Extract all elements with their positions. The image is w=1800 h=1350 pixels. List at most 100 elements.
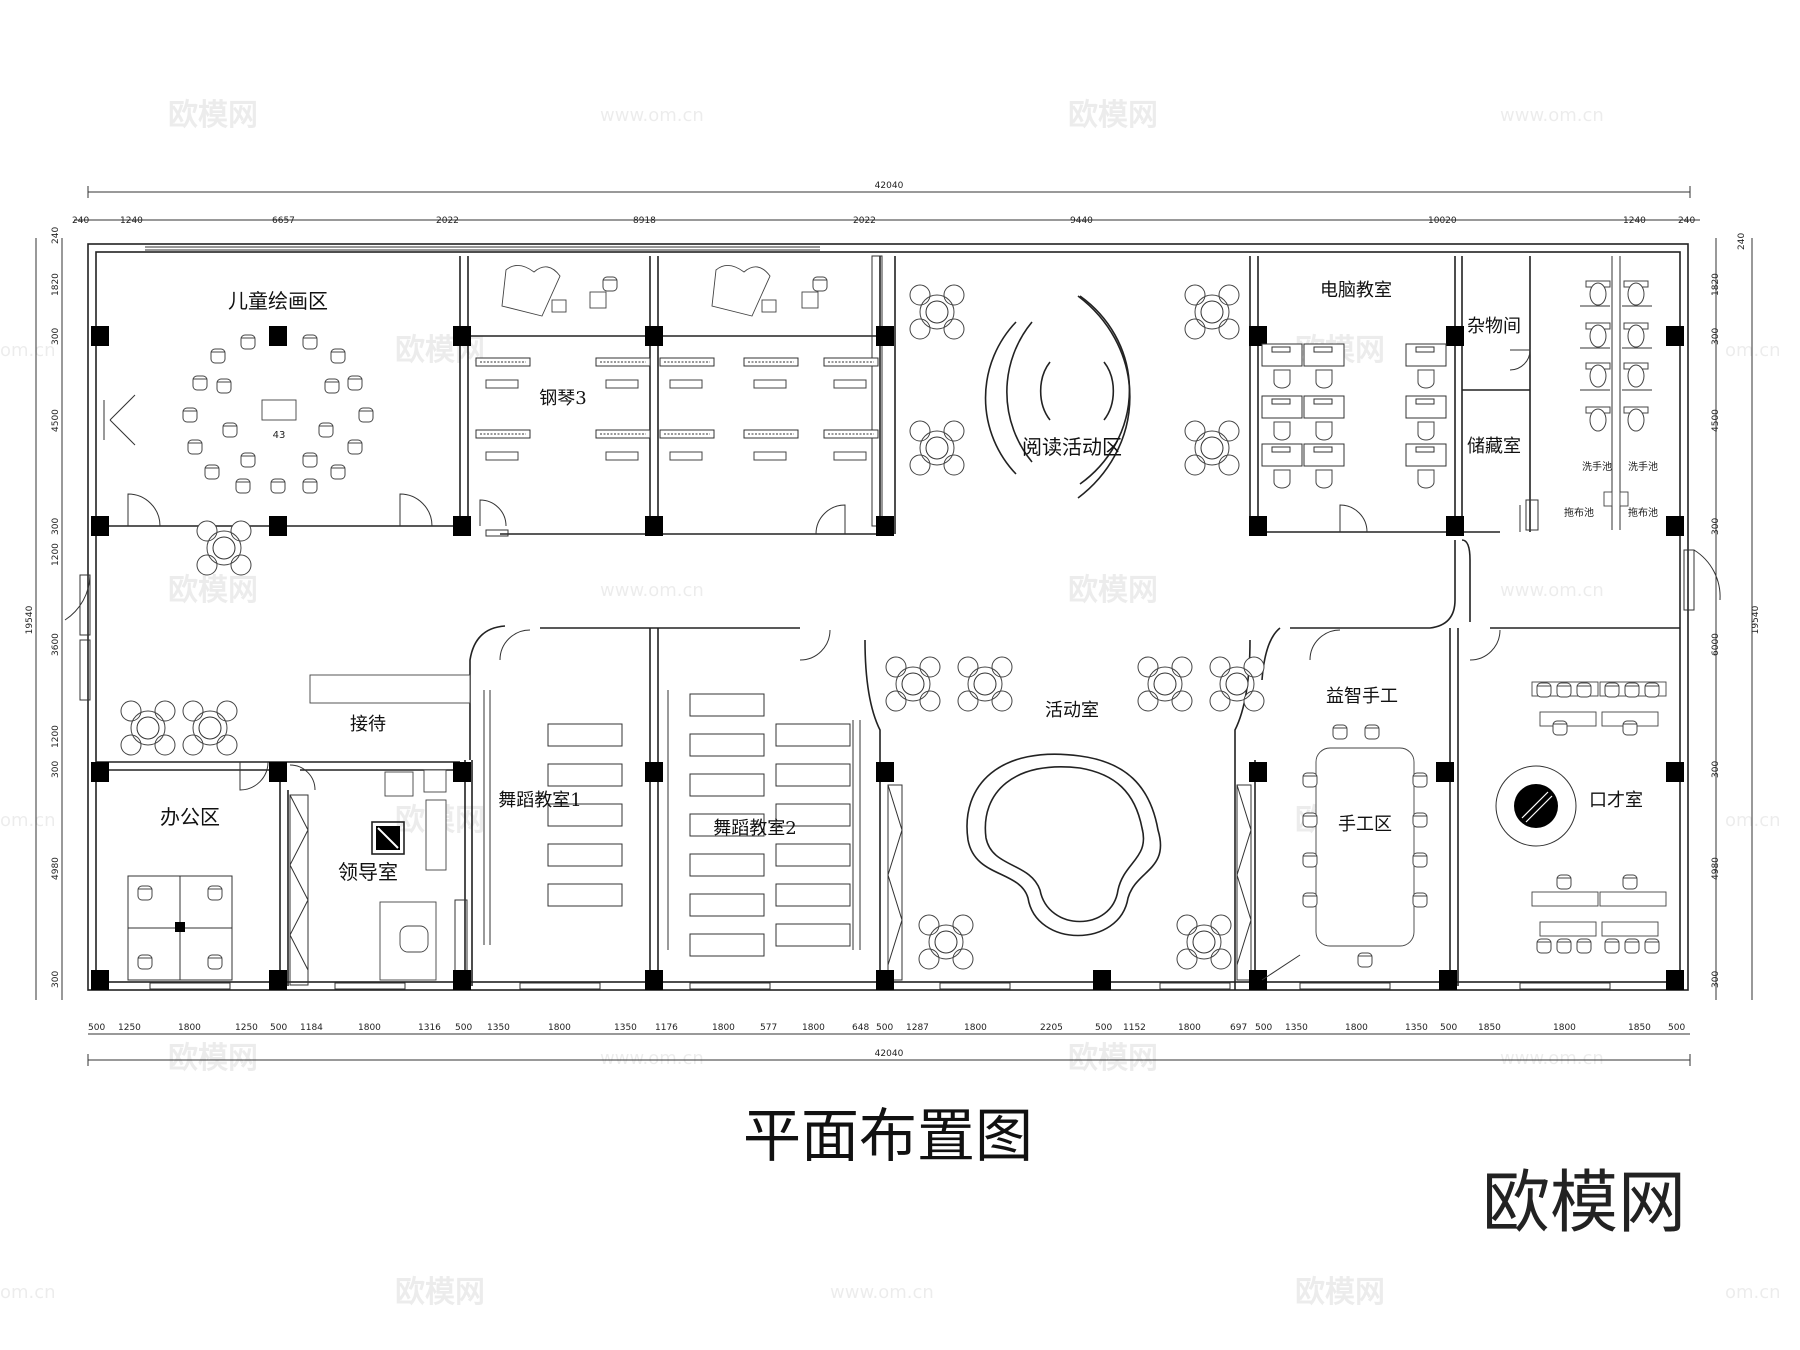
dim-seg: 240 (1678, 216, 1695, 226)
dim-seg: 4500 (51, 409, 61, 432)
brand-logo: 欧模网 (1482, 1164, 1686, 1243)
dimension-right: 19540 240 1820 300 4500 300 6000 300 498… (1711, 233, 1761, 1000)
dim-seg: 4980 (51, 857, 61, 880)
dim-seg: 2022 (853, 216, 876, 226)
dim-seg: 500 (455, 1023, 472, 1033)
dim-total-right: 19540 (1751, 605, 1761, 634)
dim-seg: 300 (1711, 971, 1721, 988)
dim-seg: 500 (1255, 1023, 1272, 1033)
dim-seg: 1176 (655, 1023, 678, 1033)
dim-seg: 4980 (1711, 857, 1721, 880)
dim-seg: 1240 (1623, 216, 1646, 226)
watermark-text: 欧模网 (1068, 98, 1158, 133)
watermark-url: www.om.cn (830, 1282, 934, 1303)
dim-seg: 1200 (51, 543, 61, 566)
watermark-text: 欧模网 (168, 573, 258, 608)
activity-room: 活动室 (885, 656, 1265, 970)
watermark-text: 欧模网 (168, 98, 258, 133)
watermark-text: 欧模网 (1068, 1041, 1158, 1076)
dim-total-left: 19540 (25, 605, 35, 634)
dim-seg: 6657 (272, 216, 295, 226)
dim-seg: 1800 (358, 1023, 381, 1033)
room-label-computer: 电脑教室 (1320, 280, 1392, 301)
dim-seg: 1287 (906, 1023, 929, 1033)
dim-seg: 3600 (51, 633, 61, 656)
room-label-dance1: 舞蹈教室1 (498, 790, 581, 811)
dim-seg: 1800 (1345, 1023, 1368, 1033)
dimension-left: 19540 240 1820 300 4500 300 1200 3600 12… (25, 227, 63, 1000)
sink-label: 洗手池 (1582, 460, 1612, 473)
dim-seg: 1184 (300, 1023, 323, 1033)
sink-label: 洗手池 (1628, 460, 1658, 473)
watermark-url: om.cn (1725, 1282, 1781, 1303)
dim-seg: 1200 (51, 725, 61, 748)
dim-seg: 1800 (548, 1023, 571, 1033)
dim-seg: 4500 (1711, 409, 1721, 432)
dim-seg: 2205 (1040, 1023, 1063, 1033)
watermark-url: www.om.cn (1500, 105, 1604, 126)
dim-seg: 500 (1440, 1023, 1457, 1033)
room-label-office: 办公区 (160, 805, 220, 829)
dim-seg: 577 (760, 1023, 777, 1033)
dim-seg: 300 (1711, 518, 1721, 535)
speech-room: 口才室 (1495, 681, 1667, 954)
watermark-url: om.cn (0, 810, 56, 831)
dim-seg: 1250 (118, 1023, 141, 1033)
watermark-url: om.cn (1725, 340, 1781, 361)
room-label-utility: 杂物间 (1467, 316, 1521, 337)
dim-seg: 1820 (1711, 273, 1721, 296)
watermark-text: 欧模网 (395, 333, 485, 368)
dim-seg: 300 (51, 518, 61, 535)
mop-sink-label: 拖布池 (1564, 506, 1594, 519)
reading-area: 阅读活动区 (909, 284, 1240, 499)
dim-seg: 648 (852, 1023, 869, 1033)
room-label-reading: 阅读活动区 (1022, 435, 1122, 459)
interior-walls (64, 255, 1721, 990)
puzzle-handcraft-room: 益智手工 手工区 (1261, 686, 1428, 981)
computer-classroom: 电脑教室 (1261, 280, 1447, 489)
piano-rooms: 钢琴3 (475, 265, 879, 537)
dim-seg: 240 (72, 216, 89, 226)
dim-seg: 1350 (1405, 1023, 1428, 1033)
room-label-speech: 口才室 (1589, 790, 1643, 811)
dim-seg: 240 (1737, 233, 1747, 250)
dim-seg: 8918 (633, 216, 656, 226)
dim-seg: 300 (51, 328, 61, 345)
room-label-storage: 储藏室 (1467, 436, 1521, 457)
watermark-url: www.om.cn (1500, 580, 1604, 601)
dim-seg: 1800 (1178, 1023, 1201, 1033)
dim-seg: 1800 (712, 1023, 735, 1033)
dim-seg: 300 (1711, 328, 1721, 345)
watermark-text: 欧模网 (395, 1275, 485, 1310)
dim-seg: 1850 (1478, 1023, 1501, 1033)
dim-seg: 500 (1668, 1023, 1685, 1033)
dance-classroom-2: 舞蹈教室2 (667, 690, 861, 957)
dim-seg: 1850 (1628, 1023, 1651, 1033)
dim-seg: 1350 (614, 1023, 637, 1033)
dim-seg: 697 (1230, 1023, 1247, 1033)
dim-seg: 1820 (51, 273, 61, 296)
watermark-url: www.om.cn (600, 580, 704, 601)
dance-classroom-1: 舞蹈教室1 (483, 690, 623, 945)
children-painting-area: 儿童绘画区 43 (103, 289, 374, 576)
dim-seg: 9440 (1070, 216, 1093, 226)
door-swings (127, 349, 1531, 791)
room-label-children-painting: 儿童绘画区 (228, 289, 328, 313)
dim-seg: 240 (51, 227, 61, 244)
dim-seg: 1350 (1285, 1023, 1308, 1033)
watermark-url: om.cn (0, 340, 56, 361)
dim-seg: 500 (270, 1023, 287, 1033)
dim-seg: 300 (51, 761, 61, 778)
washroom: 洗手池 洗手池 拖布池 拖布池 (1525, 256, 1658, 531)
watermark-text: 欧模网 (1295, 1275, 1385, 1310)
room-label-piano: 钢琴3 (539, 388, 586, 409)
watermark-layer: 欧模网 www.om.cn 欧模网 www.om.cn om.cn 欧模网 欧模… (0, 98, 1781, 1310)
room-label-puzzle: 益智手工 (1326, 686, 1398, 707)
dim-seg: 500 (1095, 1023, 1112, 1033)
room-label-activity: 活动室 (1045, 700, 1099, 721)
dim-seg: 2022 (436, 216, 459, 226)
watermark-text: 欧模网 (1068, 573, 1158, 608)
room-label-handcraft: 手工区 (1338, 814, 1392, 835)
dim-seg: 1800 (1553, 1023, 1576, 1033)
